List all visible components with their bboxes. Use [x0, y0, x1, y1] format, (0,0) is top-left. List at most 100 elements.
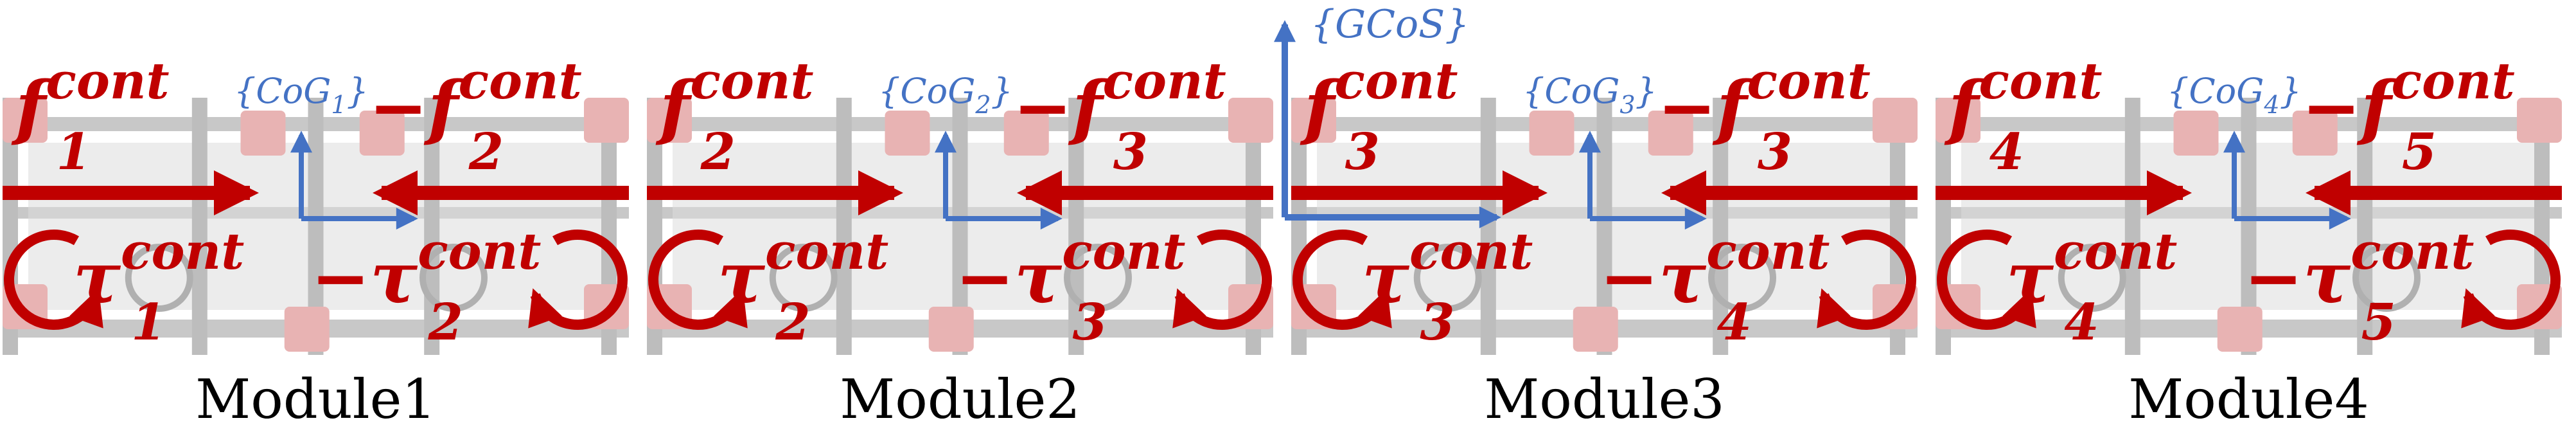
module-caption: Module2 [840, 368, 1080, 431]
force-superscript: cont [1409, 222, 1533, 281]
joint-block [2217, 307, 2263, 352]
module-caption: Module4 [2128, 368, 2369, 431]
frame-name: CoG [1544, 71, 1619, 111]
cog-frame-label: {CoG1} [234, 71, 369, 119]
force-superscript: cont [2392, 52, 2515, 111]
cog-frame-label: {CoG4} [2167, 71, 2302, 119]
force-superscript: cont [765, 222, 888, 281]
force-sign: − [2244, 236, 2303, 319]
joint-block [647, 98, 692, 143]
force-superscript: cont [2054, 222, 2177, 281]
frame-post [836, 98, 852, 355]
force-sign: − [2302, 66, 2361, 149]
frame-post [1068, 98, 1084, 355]
torque-arc-arrow [1937, 230, 2036, 330]
joint-block [1573, 307, 1618, 352]
joint-block [240, 111, 286, 156]
brace: } [1636, 71, 1657, 111]
force-superscript: cont [1706, 222, 1830, 281]
force-subscript: 3 [1345, 123, 1380, 181]
frame-name: CoG [900, 71, 975, 111]
force-superscript: cont [1334, 52, 1458, 111]
joint-block [359, 111, 405, 156]
frame-post [2124, 98, 2140, 355]
force-superscript: cont [1062, 222, 1185, 281]
force-superscript: cont [459, 52, 582, 111]
force-superscript: cont [418, 222, 541, 281]
joint-block [1228, 98, 1273, 143]
cog-frame-label: {CoG2} [878, 71, 1013, 119]
gear [769, 244, 838, 312]
joint-block [1936, 98, 1981, 143]
force-superscript: cont [46, 52, 169, 111]
gear [2352, 244, 2421, 312]
joint-block [3, 98, 48, 143]
joint-block [1648, 111, 1693, 156]
force-sign: − [1013, 66, 1072, 149]
joint-block [1529, 111, 1575, 156]
force-superscript: cont [1979, 52, 2102, 111]
cog-frame-label: {CoG3} [1522, 71, 1657, 119]
force-sign: − [955, 236, 1014, 319]
force-symbol: τ [718, 236, 766, 319]
frame-post [424, 98, 440, 355]
force-sign: − [1600, 236, 1659, 319]
joint-block [1873, 98, 1918, 143]
force-subscript: 4 [2064, 293, 2099, 352]
joint-block [1291, 98, 1336, 143]
brace: } [2280, 71, 2302, 111]
force-subscript: 4 [1716, 293, 1751, 352]
brace: } [347, 71, 369, 111]
torque-arc-arrow [648, 230, 748, 330]
force-symbol: τ [1362, 236, 1410, 319]
frame-subscript: 1 [331, 91, 346, 119]
joint-block [1003, 111, 1049, 156]
force-superscript: cont [121, 222, 244, 281]
torque-arc-arrow [528, 230, 628, 330]
force-subscript: 3 [1072, 293, 1107, 352]
force-subscript: 2 [427, 293, 463, 352]
frame-subscript: 2 [975, 91, 991, 119]
force-superscript: cont [1103, 52, 1226, 111]
force-subscript: 5 [2402, 123, 2437, 181]
force-superscript: cont [2351, 222, 2474, 281]
frame-post [191, 98, 207, 355]
force-symbol: τ [2006, 236, 2054, 319]
force-subscript: 4 [1989, 123, 2024, 181]
joint-block [928, 307, 974, 352]
force-subscript: 1 [131, 293, 166, 352]
joint-block [584, 98, 629, 143]
left-torque-label: τcont 4 [2006, 222, 2177, 352]
force-subscript: 3 [1758, 123, 1792, 181]
torque-arc-arrow [1817, 230, 1916, 330]
global-frame: {GCoS} [1274, 2, 1501, 228]
force-symbol: τ [1014, 236, 1063, 319]
joint-block [2173, 111, 2219, 156]
frame-subscript: 4 [2263, 91, 2279, 119]
gear [125, 244, 193, 312]
brace: { [1522, 71, 1544, 111]
force-superscript: cont [690, 52, 813, 111]
force-subscript: 3 [1113, 123, 1148, 181]
force-symbol: τ [2303, 236, 2351, 319]
torque-arc-arrow [4, 230, 103, 330]
module-caption: Module1 [195, 368, 436, 431]
force-subscript: 3 [1420, 293, 1454, 352]
gear [1708, 244, 1776, 312]
joint-block [2517, 98, 2562, 143]
torque-arc-arrow [1292, 230, 1392, 330]
brace: { [234, 71, 256, 111]
frame-name: CoG [256, 71, 331, 111]
